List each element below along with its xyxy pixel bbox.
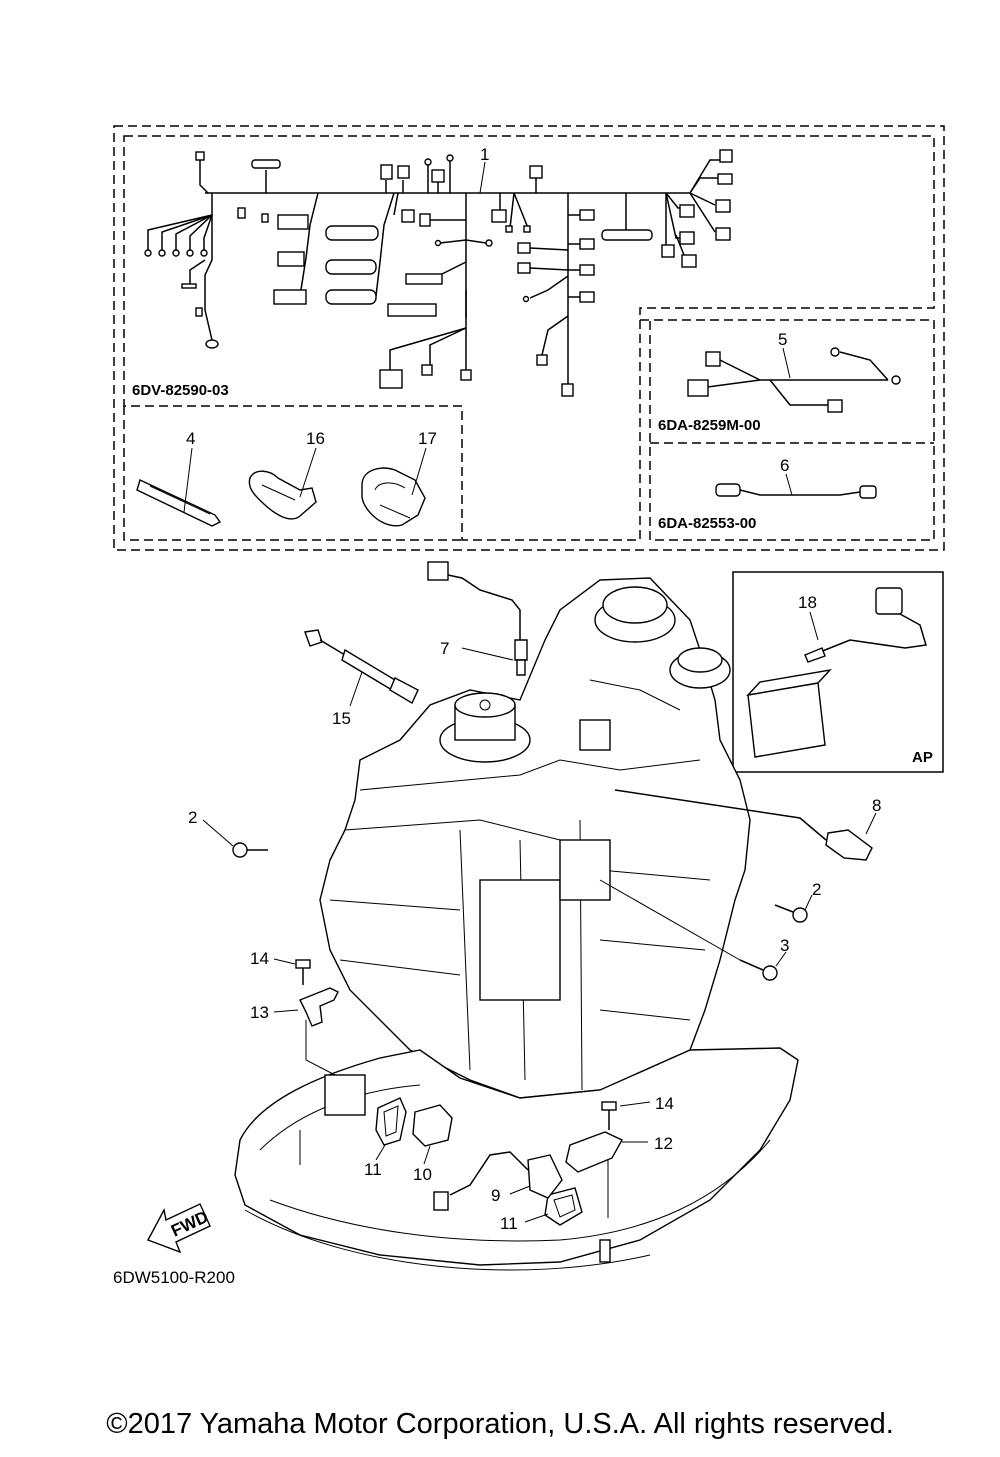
sub-harness-5[interactable] (687, 347, 901, 413)
engine-block (319, 577, 751, 1099)
callout-11-left[interactable]: 11 (364, 1160, 382, 1179)
harness-group-boxes (113, 125, 945, 551)
clamp-17[interactable] (361, 467, 426, 527)
callout-15[interactable]: 15 (332, 709, 351, 728)
ap-label: AP (912, 749, 933, 766)
callout-12[interactable]: 12 (654, 1134, 673, 1153)
copyright-notice: ©2017 Yamaha Motor Corporation, U.S.A. A… (106, 1408, 894, 1440)
grommet-11-right[interactable] (544, 1187, 583, 1226)
callout-7[interactable]: 7 (440, 639, 449, 658)
wire-harness-main[interactable] (144, 149, 733, 397)
callout-2-left[interactable]: 2 (188, 808, 197, 827)
sensor-8[interactable] (614, 789, 873, 861)
leader-lines (183, 161, 877, 1223)
sensor-7[interactable] (427, 561, 528, 676)
bolt-14-left[interactable] (295, 959, 311, 985)
callout-10[interactable]: 10 (413, 1165, 432, 1184)
sensor-15[interactable] (304, 629, 419, 704)
cable-tie-4[interactable] (136, 479, 222, 527)
main-harness-code: 6DV-82590-03 (132, 382, 229, 399)
bracket-12[interactable] (565, 1131, 623, 1218)
screw-3[interactable] (599, 879, 778, 981)
callout-13[interactable]: 13 (250, 1003, 269, 1022)
callout-11-right[interactable]: 11 (500, 1214, 518, 1233)
ap-box (732, 571, 944, 773)
callout-6[interactable]: 6 (780, 456, 789, 475)
sub-harness-5-code: 6DA-8259M-00 (658, 417, 761, 434)
callout-3[interactable]: 3 (780, 936, 789, 955)
callout-2-right[interactable]: 2 (812, 880, 821, 899)
callout-1[interactable]: 1 (480, 145, 489, 164)
battery-icon (746, 668, 832, 758)
callout-8[interactable]: 8 (872, 796, 881, 815)
bolt-14-right[interactable] (601, 1101, 617, 1130)
callout-16[interactable]: 16 (306, 429, 325, 448)
bolt-2-right[interactable] (774, 904, 808, 923)
sub-harness-6[interactable] (715, 483, 877, 499)
grommet-10[interactable] (412, 1104, 453, 1147)
sub-harness-6-code: 6DA-82553-00 (658, 515, 756, 532)
callout-14-left[interactable]: 14 (250, 949, 269, 968)
clamp-16[interactable] (248, 470, 317, 520)
callout-5[interactable]: 5 (778, 330, 787, 349)
callout-17[interactable]: 17 (418, 429, 437, 448)
grommet-11-left[interactable] (375, 1097, 407, 1146)
callout-4[interactable]: 4 (186, 429, 195, 448)
diagram-code: 6DW5100-R200 (113, 1268, 235, 1287)
bottom-cowling (234, 1047, 799, 1271)
fwd-arrow-icon: FWD (147, 1203, 211, 1254)
callout-9[interactable]: 9 (491, 1186, 500, 1205)
battery-cable-18[interactable] (804, 587, 927, 663)
bolt-2-left[interactable] (232, 842, 268, 858)
callout-18[interactable]: 18 (798, 593, 817, 612)
bracket-13[interactable] (299, 987, 339, 1076)
callout-14-right[interactable]: 14 (655, 1094, 674, 1113)
switch-9[interactable] (433, 1151, 563, 1211)
